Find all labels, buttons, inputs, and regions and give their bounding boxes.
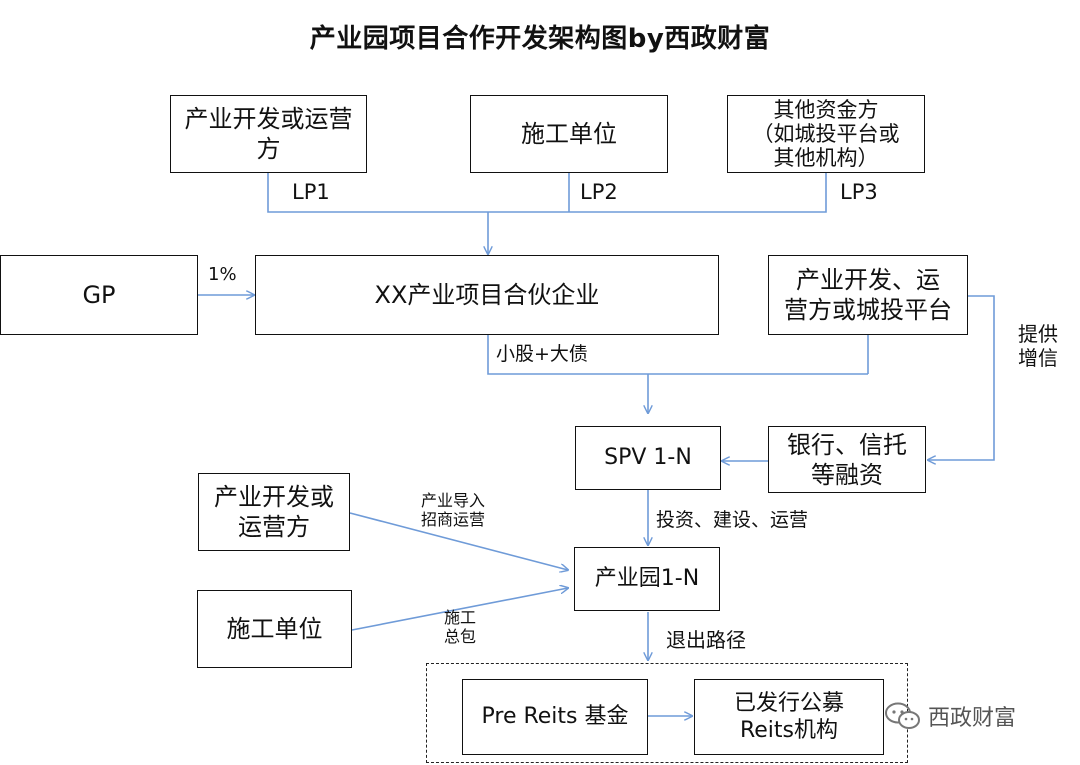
gp-share-label: 1%	[208, 264, 237, 285]
pre-reits-text: Pre Reits 基金	[481, 704, 629, 730]
pre-reits-box: Pre Reits 基金	[462, 679, 648, 755]
park-box: 产业园1-N	[574, 547, 720, 611]
public-reits-text: 已发行公募 Reits机构	[733, 690, 844, 744]
spv-box: SPV 1-N	[575, 426, 721, 490]
lp1-connector	[267, 173, 488, 213]
credit-provider-text: 产业开发、运 营方或城投平台	[784, 266, 952, 324]
other-funds-box: 其他资金方 （如城投平台或 其他机构）	[727, 95, 925, 173]
dev-operator-left-box: 产业开发或 运营方	[198, 473, 350, 551]
operator-to-park-arrow	[349, 512, 568, 570]
watermark-text: 西政财富	[928, 706, 1017, 731]
other-funds-text: 其他资金方 （如城投平台或 其他机构）	[752, 97, 900, 171]
park-text: 产业园1-N	[594, 566, 700, 592]
partnership-text: XX产业项目合伙企业	[374, 281, 600, 309]
chat-bubbles-icon	[885, 702, 920, 729]
lp3-label: LP3	[840, 180, 878, 204]
gp-box: GP	[0, 255, 198, 335]
dev-operator-left-text: 产业开发或 运营方	[214, 483, 334, 541]
lp2-label: LP2	[580, 180, 618, 204]
credit-enhance-label: 提供 增信	[1018, 322, 1058, 370]
partnership-down-line	[487, 334, 868, 375]
bank-trust-box: 银行、信托 等融资	[768, 426, 926, 493]
gp-text: GP	[82, 281, 116, 309]
construction-left-box: 施工单位	[197, 590, 352, 668]
lp1-label: LP1	[292, 180, 330, 204]
exit-path-label: 退出路径	[666, 628, 746, 652]
diagram-title: 产业园项目合作开发架构图by西政财富	[309, 24, 771, 54]
general-contract-label: 施工 总包	[444, 608, 477, 647]
watermark: 西政财富	[884, 700, 1016, 732]
industry-intro-label: 产业导入 招商运营	[421, 491, 486, 530]
credit-provider-box: 产业开发、运 营方或城投平台	[768, 255, 968, 335]
invest-build-operate-label: 投资、建设、运营	[656, 509, 809, 531]
spv-text: SPV 1-N	[604, 445, 692, 471]
credit-enhance-connector	[928, 295, 995, 460]
bank-trust-text: 银行、信托 等融资	[787, 430, 907, 489]
partnership-box: XX产业项目合伙企业	[255, 255, 719, 335]
construction-top-box: 施工单位	[470, 95, 668, 173]
equity-debt-label: 小股+大债	[496, 343, 588, 365]
construction-top-text: 施工单位	[521, 120, 617, 148]
lp3-connector	[488, 173, 827, 213]
construction-left-text: 施工单位	[226, 615, 323, 643]
public-reits-box: 已发行公募 Reits机构	[694, 679, 884, 755]
dev-operator-top-box: 产业开发或运营 方	[170, 95, 367, 173]
construction-to-park-arrow	[351, 588, 568, 631]
dev-operator-top-text: 产业开发或运营 方	[184, 105, 353, 163]
